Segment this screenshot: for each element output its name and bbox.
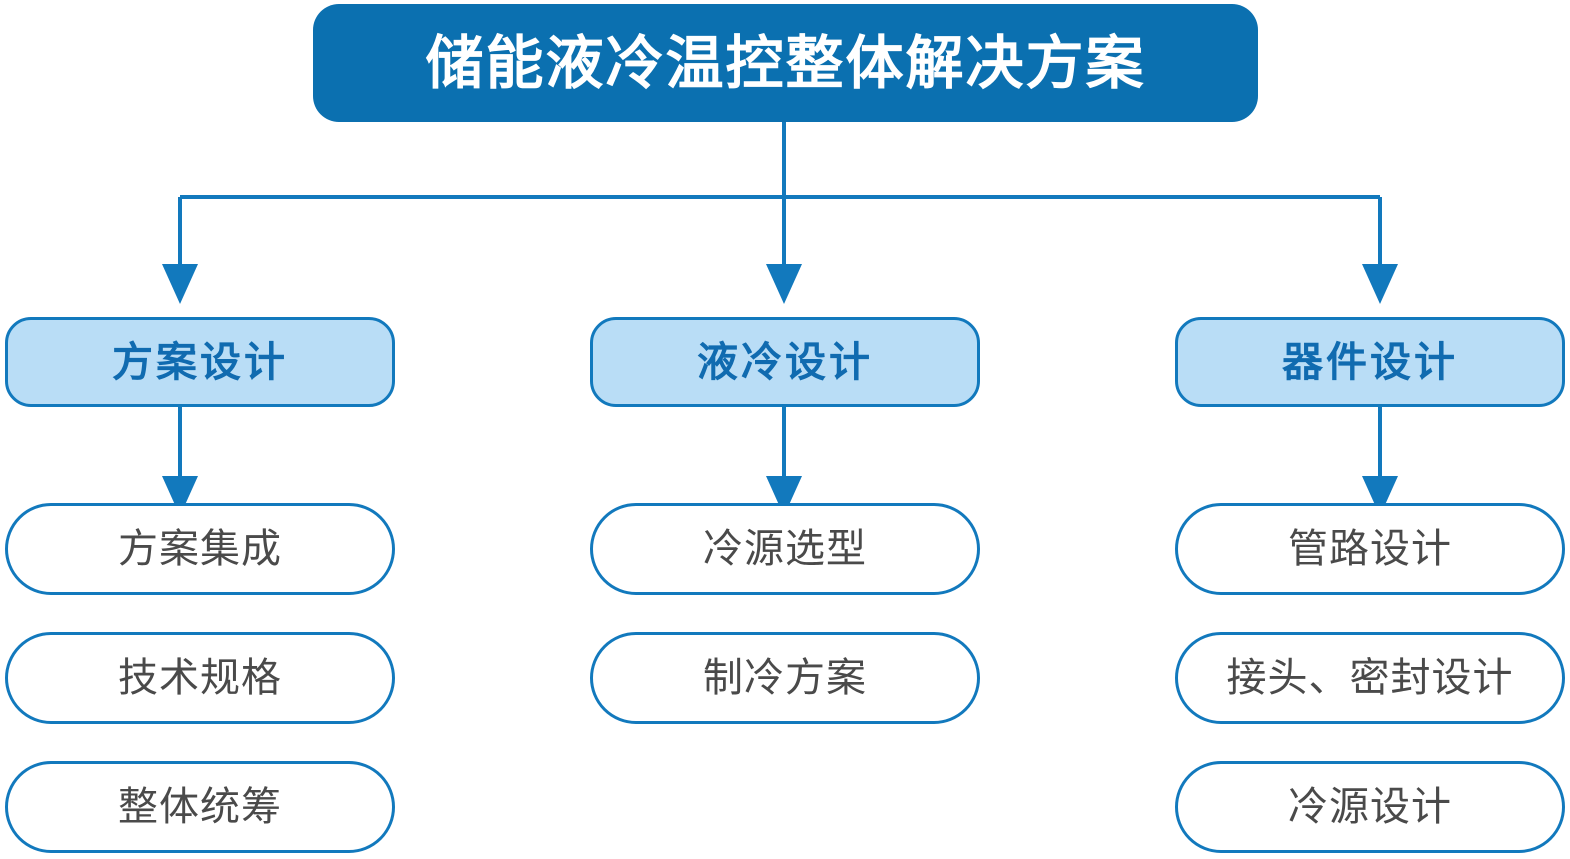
leaf-label-2-1: 接头、密封设计	[1226, 655, 1514, 701]
leaf-box-0-2[interactable]: 整体统筹	[5, 761, 395, 853]
leaf-label-0-1: 技术规格	[118, 655, 282, 701]
category-label-0: 方案设计	[112, 337, 288, 386]
leaf-box-0-0[interactable]: 方案集成	[5, 503, 395, 595]
leaf-label-1-1: 制冷方案	[703, 655, 867, 701]
root-title-box[interactable]: 储能液冷温控整体解决方案	[313, 4, 1258, 122]
category-label-1: 液冷设计	[697, 337, 873, 386]
column-liquid-cooling-design: 液冷设计 冷源选型 制冷方案	[590, 317, 980, 724]
leaf-box-2-1[interactable]: 接头、密封设计	[1175, 632, 1565, 724]
leaf-label-2-0: 管路设计	[1288, 526, 1452, 572]
leaf-label-0-2: 整体统筹	[118, 784, 282, 830]
leaf-label-2-2: 冷源设计	[1288, 784, 1452, 830]
leaf-list-1: 冷源选型 制冷方案	[590, 503, 980, 761]
column-scheme-design: 方案设计 方案集成 技术规格 整体统筹	[5, 317, 395, 853]
leaf-box-1-0[interactable]: 冷源选型	[590, 503, 980, 595]
leaf-box-2-0[interactable]: 管路设计	[1175, 503, 1565, 595]
category-box-0[interactable]: 方案设计	[5, 317, 395, 407]
category-box-2[interactable]: 器件设计	[1175, 317, 1565, 407]
leaf-list-2: 管路设计 接头、密封设计 冷源设计	[1175, 503, 1565, 859]
category-box-1[interactable]: 液冷设计	[590, 317, 980, 407]
leaf-box-2-2[interactable]: 冷源设计	[1175, 761, 1565, 853]
leaf-list-0: 方案集成 技术规格 整体统筹	[5, 503, 395, 859]
leaf-label-0-0: 方案集成	[118, 526, 282, 572]
root-title-label: 储能液冷温控整体解决方案	[425, 29, 1146, 97]
leaf-box-1-1[interactable]: 制冷方案	[590, 632, 980, 724]
column-component-design: 器件设计 管路设计 接头、密封设计 冷源设计	[1175, 317, 1565, 853]
leaf-box-0-1[interactable]: 技术规格	[5, 632, 395, 724]
category-label-2: 器件设计	[1282, 337, 1458, 386]
leaf-label-1-0: 冷源选型	[703, 526, 867, 572]
